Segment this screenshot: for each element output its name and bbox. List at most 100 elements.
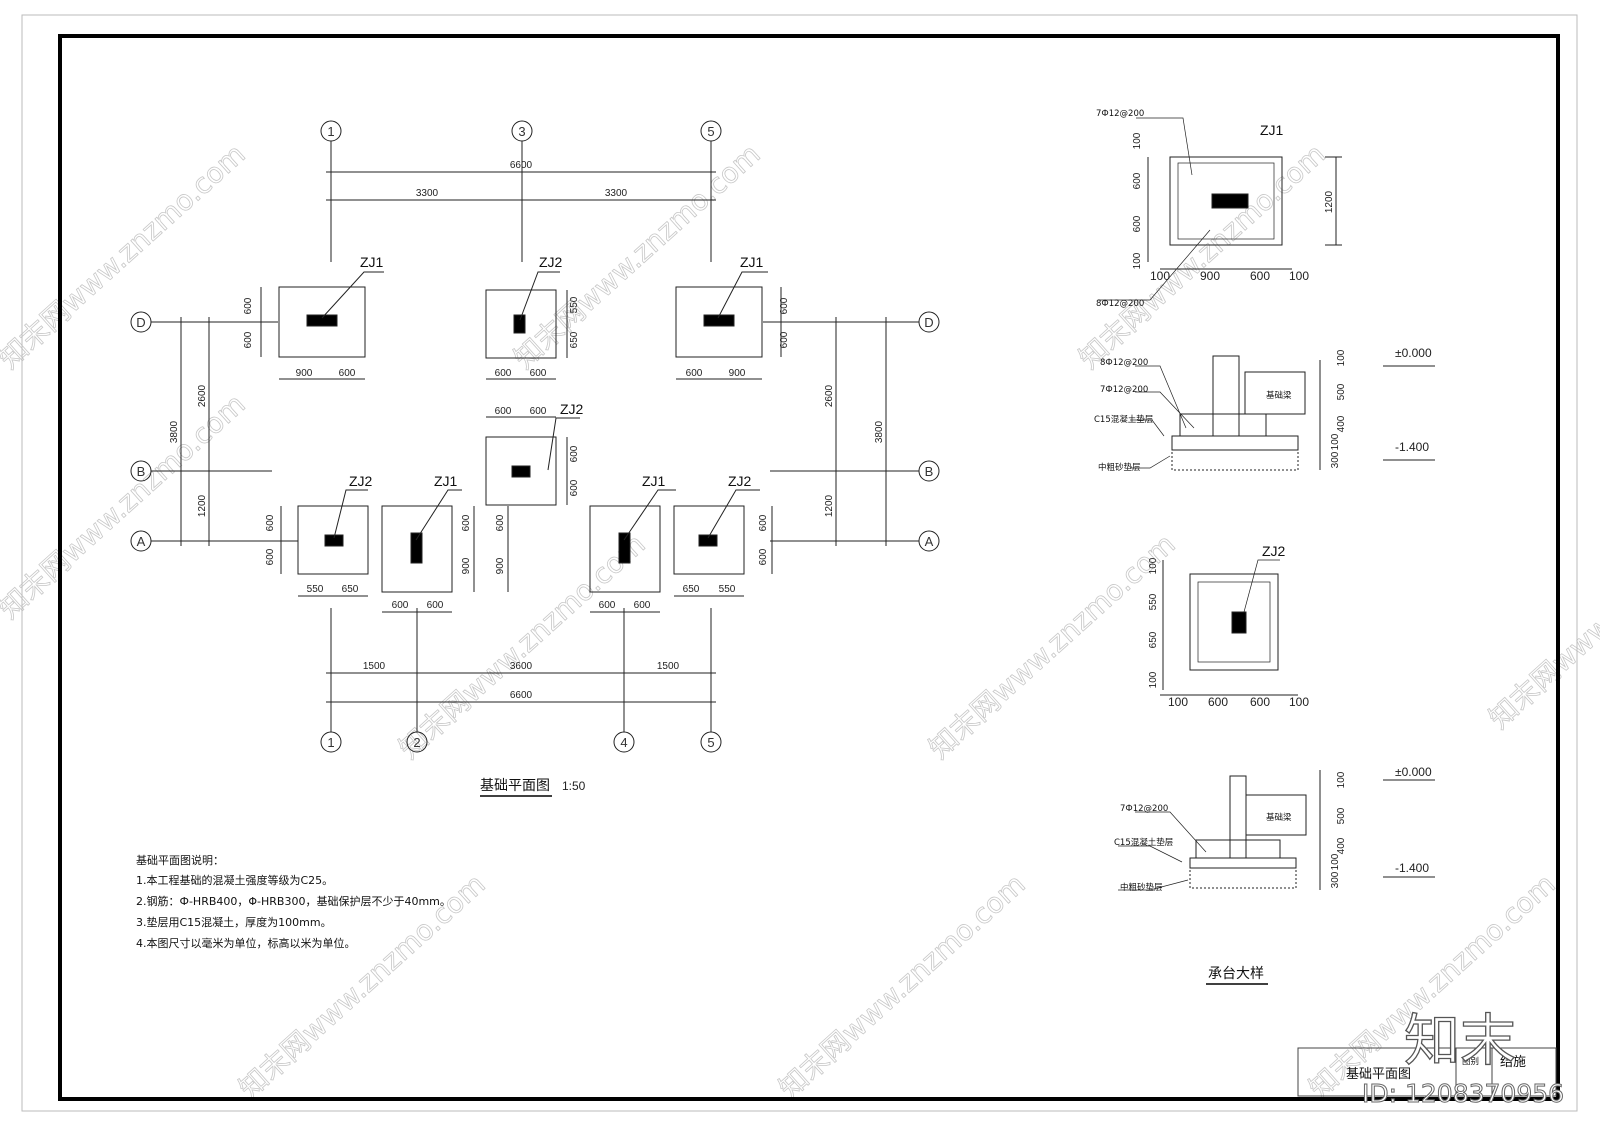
dimension: 600	[339, 368, 356, 379]
dimension: 550	[307, 584, 324, 595]
note-line: 1.本工程基础的混凝土强度等级为C25。	[136, 873, 333, 887]
dimension: 550	[569, 296, 580, 313]
footing-label: ZJ1	[360, 254, 384, 270]
dimension: 500	[1336, 383, 1347, 400]
dimension: 600	[569, 445, 580, 462]
axis-label: 5	[707, 124, 714, 139]
title-block	[1297, 1047, 1557, 1097]
watermark-text: 知末网www.znzmo.com	[1483, 497, 1600, 735]
axis-label: 5	[707, 735, 714, 750]
plan-scale: 1:50	[562, 779, 586, 793]
dimension: 100	[1330, 853, 1341, 870]
dimension: 600	[243, 331, 254, 348]
axis-label: 3	[518, 124, 525, 139]
dimension: 1200	[824, 494, 835, 517]
section-2-labels: 7Ф12@200 C15混凝土垫层 中粗砂垫层 基础梁 ±0.000 -1.40…	[1114, 765, 1432, 893]
plan-title: 基础平面图	[480, 777, 550, 794]
dimension: 100	[1330, 433, 1341, 450]
dimension: 100	[1148, 557, 1159, 574]
footing-zj1	[675, 286, 763, 358]
footing-zj2	[485, 289, 557, 359]
dimension: 3800	[874, 420, 885, 443]
dimension: 100	[1132, 252, 1143, 269]
dimension: 600	[530, 406, 547, 417]
footing-label: ZJ1	[642, 473, 666, 489]
dimension: 600	[758, 548, 769, 565]
footing-label: ZJ2	[349, 473, 373, 489]
dimension: 2600	[824, 384, 835, 407]
footing-label: ZJ2	[560, 401, 584, 417]
dimension: 600	[530, 368, 547, 379]
footing-zj2	[485, 436, 557, 506]
dimension: 600	[243, 297, 254, 314]
footing-zj1	[381, 505, 453, 593]
brand-logo: 知末	[1404, 1009, 1516, 1074]
column	[324, 534, 344, 547]
dimension: 600	[758, 514, 769, 531]
titleblock-field: 结施	[1500, 1055, 1526, 1070]
dimension: 600	[1132, 172, 1143, 189]
detail-zj2-labels: ZJ2 100 550 650 100 100 600 600 100	[1148, 543, 1309, 709]
section-2	[1118, 770, 1435, 891]
dimension: 3600	[510, 661, 533, 672]
dimension: 400	[1336, 837, 1347, 854]
dimension: 900	[729, 368, 746, 379]
note-line: 4.本图尺寸以毫米为单位，标高以米为单位。	[136, 936, 356, 950]
watermark-text: 知末网www.znzmo.com	[0, 137, 252, 375]
dimension: 600	[599, 600, 616, 611]
dimension: 600	[634, 600, 651, 611]
watermark-layer: 知末网www.znzmo.com 知末网www.znzmo.com 知末网www…	[0, 137, 1600, 1106]
layer-label: 中粗砂垫层	[1120, 882, 1163, 893]
rebar-label: 7Ф12@200	[1096, 109, 1144, 119]
dimension: 100	[1150, 269, 1170, 283]
axis-label: 1	[327, 735, 334, 750]
titleblock-field: 图别	[1462, 1057, 1479, 1067]
column	[513, 314, 526, 334]
dimension: 100	[1336, 349, 1347, 366]
detail-zj1-labels: ZJ1 7Ф12@200 8Ф12@200 100 600 600 100 12…	[1096, 109, 1335, 309]
column	[618, 532, 631, 564]
dimension: 100	[1336, 771, 1347, 788]
outer-border	[21, 14, 1578, 1112]
beam-label: 基础梁	[1266, 390, 1292, 401]
footing-label: ZJ2	[539, 254, 563, 270]
footing-zj1	[589, 505, 661, 593]
dimension: 2600	[197, 384, 208, 407]
rebar-label: 7Ф12@200	[1120, 804, 1168, 814]
dimension: 650	[1148, 631, 1159, 648]
image-id: ID: 1208370956	[1362, 1079, 1564, 1108]
footing-label: ZJ1	[434, 473, 458, 489]
column	[410, 532, 423, 564]
dimension: 100	[1168, 695, 1188, 709]
dimension: 1200	[1324, 190, 1335, 213]
section-1-labels: 8Ф12@200 7Ф12@200 C15混凝土垫层 中粗砂垫层 基础梁 ±0.…	[1094, 346, 1432, 473]
dimension: 600	[1250, 269, 1270, 283]
dimension: 650	[569, 331, 580, 348]
dimension: 1500	[657, 661, 680, 672]
dimension: 500	[1336, 807, 1347, 824]
axis-label: B	[137, 464, 146, 479]
dimension: 600	[392, 600, 409, 611]
detail-label: ZJ2	[1262, 543, 1286, 559]
dimension: 900	[296, 368, 313, 379]
watermark-text: 知末网www.znzmo.com	[0, 387, 252, 625]
drawing-frame	[58, 34, 1560, 1101]
axis-label: 1	[327, 124, 334, 139]
elevation-label: -1.400	[1395, 861, 1429, 875]
layer-label: 中粗砂垫层	[1098, 462, 1141, 473]
watermark-text: 知末网www.znzmo.com	[1073, 137, 1332, 375]
footing-label: ZJ2	[728, 473, 752, 489]
dimension: 600	[265, 548, 276, 565]
note-line: 2.钢筋：Ф-HRB400，Φ-HRB300，基础保护层不少于40mm。	[136, 894, 451, 908]
dimension: 100	[1132, 132, 1143, 149]
dimension: 900	[1200, 269, 1220, 283]
note-line: 3.垫层用C15混凝土，厚度为100mm。	[136, 915, 332, 929]
axis-label: D	[136, 315, 145, 330]
detail-label: ZJ1	[1260, 122, 1284, 138]
dimension: 3300	[416, 188, 439, 199]
footing-label: ZJ1	[740, 254, 764, 270]
dimension: 600	[1208, 695, 1228, 709]
beam-label: 基础梁	[1266, 812, 1292, 823]
column	[698, 534, 718, 547]
dimension: 600	[569, 479, 580, 496]
